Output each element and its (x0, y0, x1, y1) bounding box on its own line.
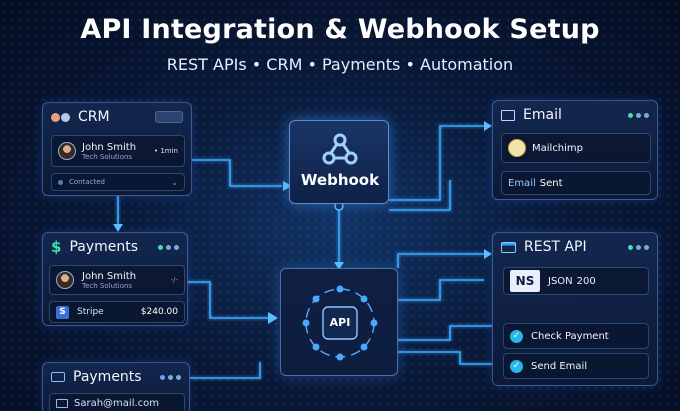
wire-webhook-email-2 (389, 180, 451, 211)
page-title: API Integration & Webhook Setup (80, 14, 600, 45)
wire-payments-bottom-api (190, 362, 261, 379)
ns-badge: NS (510, 270, 540, 292)
action-send-email[interactable]: ✓ Send Email (503, 353, 649, 379)
rest-api-response-row[interactable]: NS JSON 200 (503, 267, 649, 295)
window-icon (501, 241, 516, 253)
crm-panel[interactable]: CRM John Smith Tech Solutions • 1min Con… (42, 102, 192, 196)
checkmark-icon: ✓ (510, 329, 523, 343)
status-dots-icon (628, 244, 649, 250)
crm-contact-name: John Smith (82, 141, 137, 153)
email-label: Email (523, 107, 562, 123)
payments-label: Payments (69, 239, 139, 255)
chevron-down-icon: ⌄ (171, 177, 178, 187)
payments-contact-card[interactable]: John Smith Tech Solutions -/- (49, 265, 185, 295)
arrow-to-restapi (484, 249, 492, 259)
email-status-key: Email (508, 177, 536, 189)
wire-api-check (398, 325, 492, 341)
payment-amount: $240.00 (140, 307, 178, 317)
crm-status-row[interactable]: Contacted ⌄ (51, 173, 185, 191)
payments-email: Sarah@mail.com (74, 397, 160, 409)
status-dots-icon (160, 374, 181, 380)
wire-crm-webhook (192, 159, 282, 187)
wire-webhook-email (389, 125, 484, 201)
crm-contact-card[interactable]: John Smith Tech Solutions • 1min (51, 135, 185, 167)
webhook-label: Webhook (300, 171, 380, 189)
api-label: API (329, 316, 351, 329)
rest-api-label: REST API (524, 239, 587, 255)
arrow-to-webhook (283, 181, 292, 191)
email-status-row[interactable]: Email Sent (501, 171, 651, 195)
api-orbit-graphic (302, 285, 378, 361)
card-icon (51, 372, 65, 382)
payments-bottom-label: Payments (73, 369, 142, 385)
payments-bottom-panel[interactable]: Payments Sarah@mail.com (42, 362, 190, 411)
mailchimp-row[interactable]: Mailchimp (501, 133, 651, 163)
page-subtitle: REST APIs • CRM • Payments • Automation (166, 55, 514, 74)
payment-provider: Stripe (77, 307, 104, 317)
payments-contact-company: Tech Solutions (82, 281, 133, 290)
status-dots-icon (628, 112, 649, 118)
arrow-to-api-left (268, 312, 278, 324)
stripe-icon: S (56, 305, 69, 319)
email-status-value: Sent (539, 177, 563, 189)
rest-api-panel[interactable]: REST API NS JSON 200 ✓ Check Payment ✓ S… (492, 232, 658, 386)
mailchimp-icon (508, 139, 526, 157)
response-code: 200 (576, 275, 596, 287)
payments-panel[interactable]: $ Payments John Smith Tech Solutions -/-… (42, 232, 188, 326)
action-label: Check Payment (531, 330, 609, 342)
email-panel[interactable]: Email Mailchimp Email Sent (492, 100, 658, 200)
mail-service: Mailchimp (532, 142, 584, 154)
wire-payments-api (186, 281, 272, 319)
crm-contact-time: • 1min (153, 147, 178, 155)
checkmark-icon: ✓ (510, 359, 523, 373)
dollar-icon: $ (51, 238, 62, 256)
status-dots-icon (158, 244, 179, 250)
envelope-icon (501, 109, 515, 121)
payments-email-row[interactable]: Sarah@mail.com (49, 393, 185, 411)
arrow-to-api (334, 262, 344, 270)
payments-stripe-row[interactable]: S Stripe $240.00 (49, 301, 185, 323)
crm-status: Contacted (69, 178, 105, 186)
status-dot-icon (58, 179, 63, 185)
users-icon (51, 112, 70, 122)
payments-contact-name: John Smith (82, 270, 137, 282)
api-hub-panel[interactable]: API (280, 268, 398, 376)
wire-api-restapi (397, 253, 484, 268)
crm-menu-control[interactable] (155, 111, 183, 123)
avatar (56, 271, 74, 289)
arrow-to-email (484, 121, 492, 131)
webhook-node[interactable]: Webhook (289, 120, 389, 204)
mail-icon (56, 398, 68, 408)
arrow-to-payments (113, 224, 123, 232)
wire-api-restapi-2 (398, 279, 484, 301)
crm-label: CRM (78, 109, 110, 125)
action-check-payment[interactable]: ✓ Check Payment (503, 323, 649, 349)
response-format: JSON (548, 275, 573, 287)
action-label: Send Email (531, 360, 588, 372)
avatar (58, 142, 76, 160)
wire-api-send (398, 351, 492, 365)
webhook-icon (322, 133, 358, 165)
link-icon: -/- (170, 276, 178, 284)
crm-contact-company: Tech Solutions (82, 152, 133, 161)
